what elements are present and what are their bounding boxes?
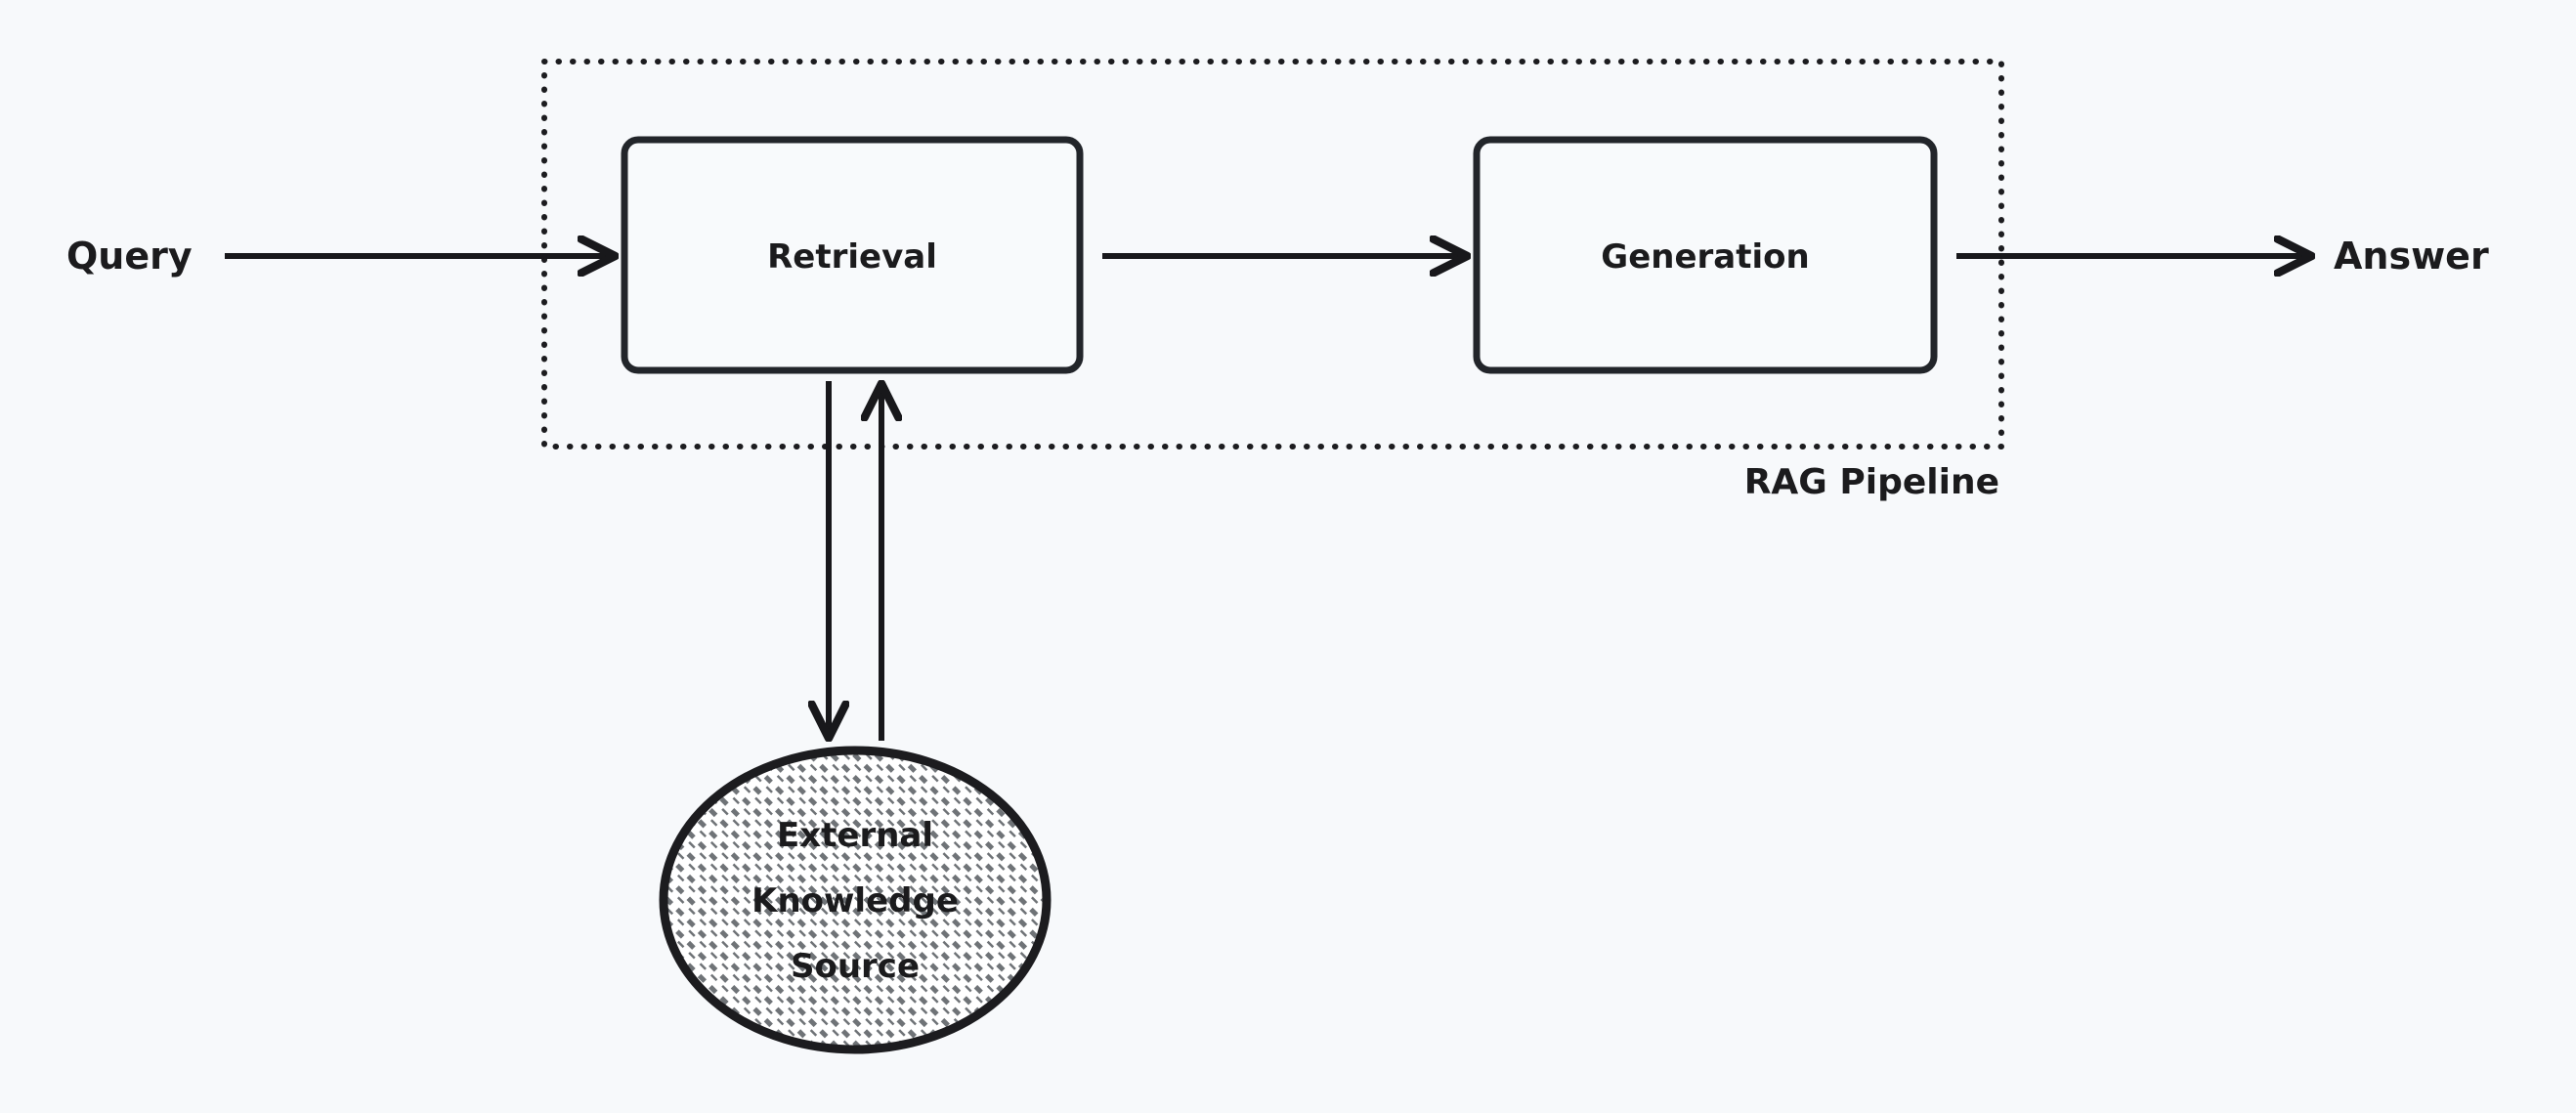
retrieval-label: Retrieval	[767, 237, 937, 277]
generation-label: Generation	[1601, 237, 1809, 277]
knowledge-ellipse[interactable]	[659, 746, 1052, 1054]
node-generation[interactable]: Generation	[1473, 136, 1938, 374]
answer-label: Answer	[2334, 235, 2489, 278]
knowledge-label-line-3: Source	[791, 947, 920, 986]
rag-pipeline-group-label: RAG Pipeline	[1744, 462, 1999, 502]
generation-box[interactable]	[1473, 136, 1938, 374]
knowledge-label-line-1: External	[777, 816, 933, 855]
query-label: Query	[66, 235, 193, 278]
knowledge-label-line-2: Knowledge	[751, 881, 959, 920]
node-external-knowledge-source[interactable]: External Knowledge Source	[659, 746, 1052, 1054]
node-retrieval[interactable]: Retrieval	[621, 136, 1084, 374]
retrieval-box[interactable]	[621, 136, 1084, 374]
